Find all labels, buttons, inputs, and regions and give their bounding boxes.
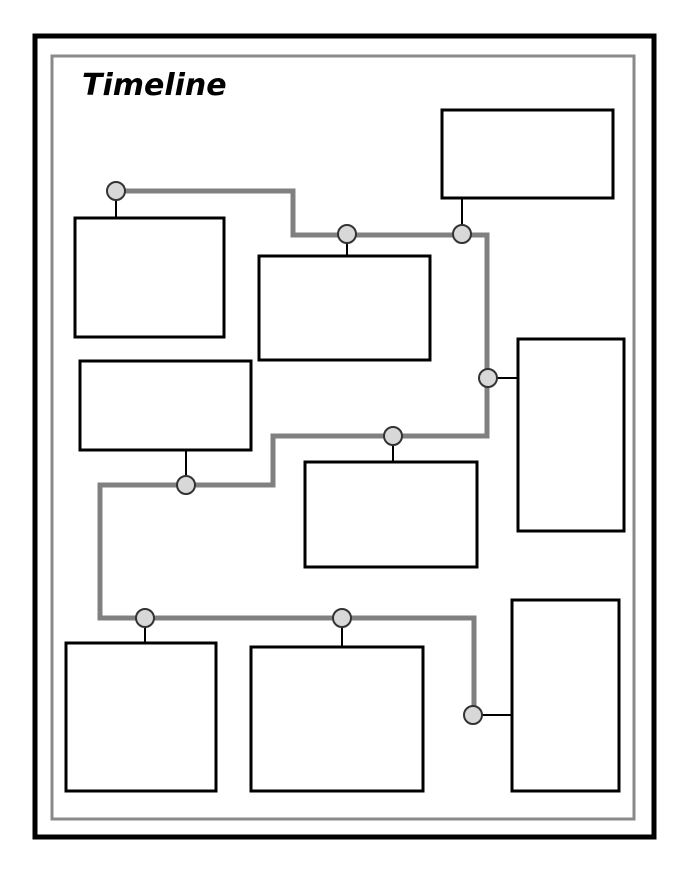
inner-border bbox=[50, 54, 636, 821]
timeline-nodes bbox=[106, 181, 498, 725]
event-box-4[interactable] bbox=[516, 337, 626, 533]
event-box-6[interactable] bbox=[78, 359, 253, 452]
timeline-node bbox=[337, 224, 357, 244]
event-box-8[interactable] bbox=[249, 645, 425, 793]
event-box-1[interactable] bbox=[73, 216, 226, 339]
timeline-node bbox=[332, 608, 352, 628]
timeline-node bbox=[452, 224, 472, 244]
event-box-9[interactable] bbox=[510, 598, 621, 793]
event-boxes bbox=[64, 108, 626, 793]
event-box-7[interactable] bbox=[64, 641, 218, 793]
timeline-node bbox=[383, 426, 403, 446]
timeline-node bbox=[176, 475, 196, 495]
timeline-node bbox=[478, 368, 498, 388]
timeline-path bbox=[97, 188, 490, 714]
event-box-2[interactable] bbox=[257, 254, 432, 362]
event-box-5[interactable] bbox=[303, 460, 479, 569]
page-title: Timeline bbox=[82, 68, 227, 103]
timeline-node bbox=[463, 705, 483, 725]
event-box-3[interactable] bbox=[440, 108, 615, 200]
timeline-node bbox=[106, 181, 126, 201]
timeline-node bbox=[135, 608, 155, 628]
